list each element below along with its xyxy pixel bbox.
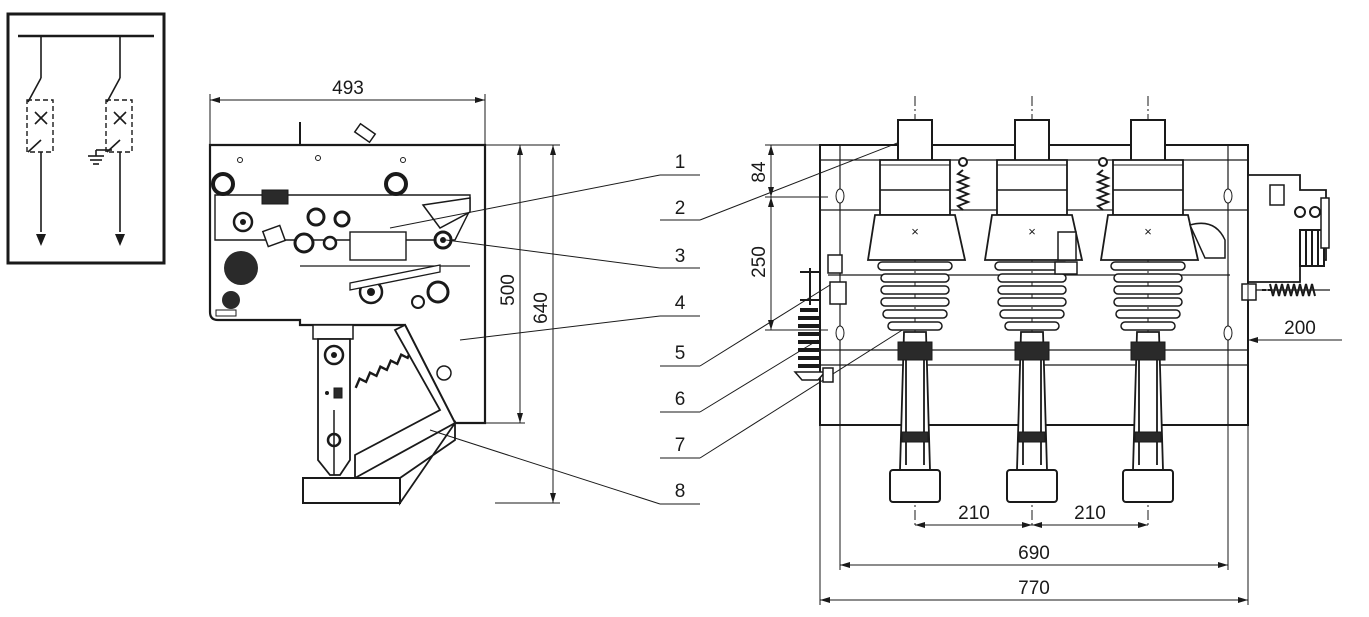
callout-4: 4 xyxy=(675,293,686,314)
dim-height-inner-label: 500 xyxy=(498,274,519,306)
svg-text:×: × xyxy=(1144,224,1152,239)
dim-right-extension-label: 200 xyxy=(1284,318,1316,339)
schematic-symbol xyxy=(6,12,166,265)
dim-pole-pitch-right-label: 210 xyxy=(1074,503,1106,524)
pole-right: × xyxy=(1099,96,1226,525)
operating-lever xyxy=(302,323,457,506)
side-view: 493 500 640 xyxy=(208,78,560,506)
dim-width-label: 493 xyxy=(332,78,364,99)
closing-springs xyxy=(955,157,1111,211)
dim-lines-front-vertical xyxy=(765,144,828,331)
dim-upper-height-label: 250 xyxy=(749,246,770,278)
dim-height-outer-label: 640 xyxy=(531,292,552,324)
callout-leaders xyxy=(389,139,916,505)
aux-switch-left xyxy=(793,254,847,383)
callout-5: 5 xyxy=(675,343,686,364)
actuator-right xyxy=(1241,174,1330,301)
dim-mounting-width-label: 690 xyxy=(1018,543,1050,564)
svg-text:×: × xyxy=(911,224,919,239)
dim-pole-pitch-left-label: 210 xyxy=(958,503,990,524)
callout-2: 2 xyxy=(675,198,686,219)
pole-middle: × xyxy=(983,96,1084,525)
front-view: × × xyxy=(749,96,1342,605)
callout-numbers: 1 2 3 4 5 6 7 8 xyxy=(675,152,686,502)
callout-8: 8 xyxy=(675,481,686,502)
dim-overall-width-label: 770 xyxy=(1018,578,1050,599)
dim-top-offset-label: 84 xyxy=(749,161,770,183)
callout-7: 7 xyxy=(675,435,686,456)
pole-left: × xyxy=(866,96,967,525)
callout-3: 3 xyxy=(675,246,686,267)
mechanism-housing xyxy=(208,122,487,425)
svg-text:×: × xyxy=(1028,224,1036,239)
dim-lines-front-horizontal xyxy=(819,370,1249,605)
callout-6: 6 xyxy=(675,389,686,410)
callout-1: 1 xyxy=(675,152,686,173)
dim-line-right-extension xyxy=(1247,285,1342,345)
dim-line-width xyxy=(209,94,486,145)
